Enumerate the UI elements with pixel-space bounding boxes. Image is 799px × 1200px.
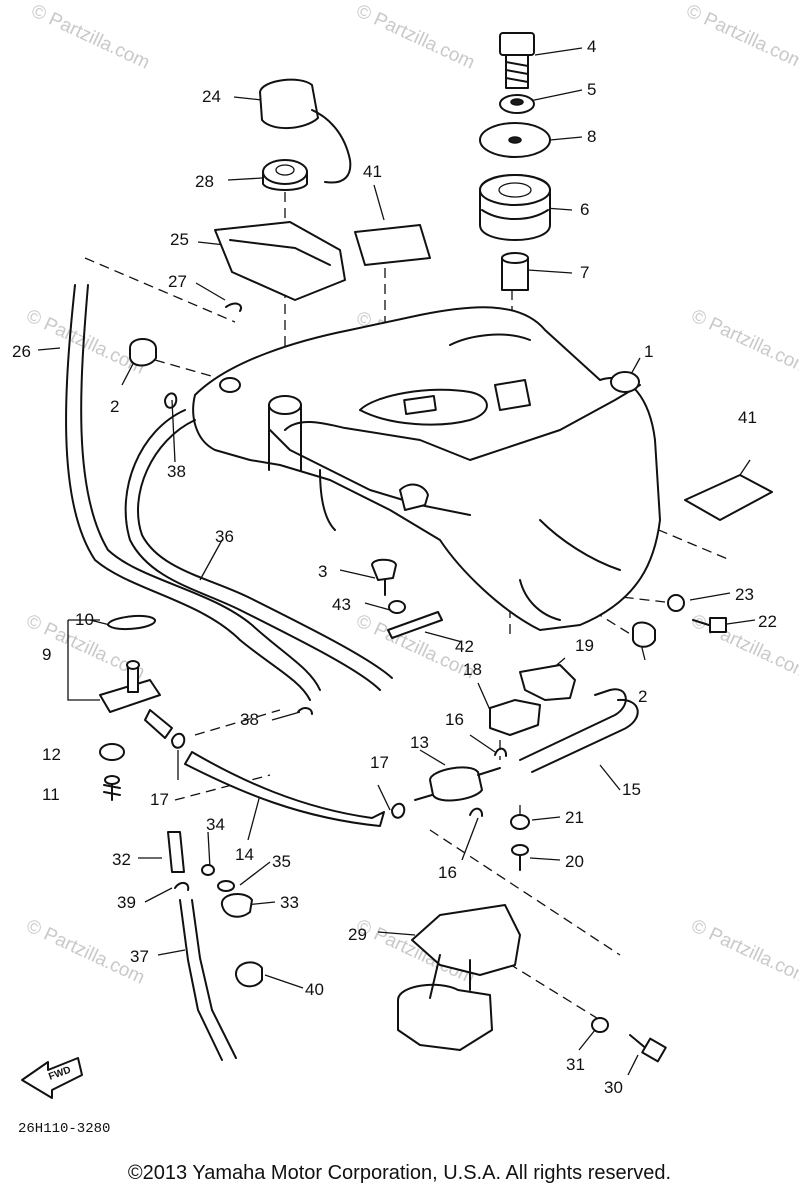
callout-15: 15 <box>622 780 641 799</box>
callout-20: 20 <box>565 852 584 871</box>
callout-39: 39 <box>117 893 136 912</box>
callout-36: 36 <box>215 527 234 546</box>
callout-8: 8 <box>587 127 596 146</box>
watermark: © Partzilla.com <box>28 0 153 73</box>
callouts: 1 2 2 3 4 5 6 7 8 9 10 11 12 13 14 15 16… <box>12 37 777 1097</box>
callout-10: 10 <box>75 610 94 629</box>
callout-40: 40 <box>305 980 324 999</box>
watermark: © Partzilla.com <box>353 0 478 73</box>
lower-parts: FWD <box>21 558 727 1099</box>
callout-23: 23 <box>735 585 754 604</box>
diagram-code: 26H110-3280 <box>18 1121 110 1137</box>
callout-34: 34 <box>206 815 225 834</box>
callout-43: 43 <box>332 595 351 614</box>
parts-diagram: © Partzilla.com © Partzilla.com © Partzi… <box>12 0 799 1137</box>
callout-16: 16 <box>438 863 457 882</box>
callout-13: 13 <box>410 733 429 752</box>
callout-1: 1 <box>644 342 653 361</box>
callout-38: 38 <box>240 710 259 729</box>
callout-35: 35 <box>272 852 291 871</box>
callout-18: 18 <box>463 660 482 679</box>
callout-31: 31 <box>566 1055 585 1074</box>
callout-6: 6 <box>580 200 589 219</box>
callout-19: 19 <box>575 636 594 655</box>
callout-42: 42 <box>455 637 474 656</box>
callout-33: 33 <box>280 893 299 912</box>
callout-4: 4 <box>587 37 596 56</box>
callout-41: 41 <box>363 162 382 181</box>
callout-17: 17 <box>150 790 169 809</box>
top-parts <box>129 32 773 521</box>
callout-17: 17 <box>370 753 389 772</box>
callout-28: 28 <box>195 172 214 191</box>
callout-2: 2 <box>110 397 119 416</box>
fuel-tank <box>192 306 661 631</box>
callout-16: 16 <box>445 710 464 729</box>
callout-32: 32 <box>112 850 131 869</box>
callout-29: 29 <box>348 925 367 944</box>
callout-21: 21 <box>565 808 584 827</box>
callout-27: 27 <box>168 272 187 291</box>
callout-30: 30 <box>604 1078 623 1097</box>
callout-38: 38 <box>167 462 186 481</box>
callout-5: 5 <box>587 80 596 99</box>
copyright-notice: ©2013 Yamaha Motor Corporation, U.S.A. A… <box>127 1162 672 1184</box>
callout-14: 14 <box>235 845 254 864</box>
watermark: © Partzilla.com <box>688 915 799 988</box>
callout-7: 7 <box>580 263 589 282</box>
watermark: © Partzilla.com <box>688 305 799 378</box>
hoses <box>65 284 639 1061</box>
callout-24: 24 <box>202 87 221 106</box>
callout-37: 37 <box>130 947 149 966</box>
callout-3: 3 <box>318 562 327 581</box>
callout-22: 22 <box>758 612 777 631</box>
assembly-lines <box>84 192 731 1021</box>
callout-11: 11 <box>42 785 60 804</box>
callout-25: 25 <box>170 230 189 249</box>
callout-12: 12 <box>42 745 61 764</box>
callout-2: 2 <box>638 687 647 706</box>
callout-26: 26 <box>12 342 31 361</box>
callout-9: 9 <box>42 645 51 664</box>
watermark: © Partzilla.com <box>683 0 799 73</box>
callout-41: 41 <box>738 408 757 427</box>
